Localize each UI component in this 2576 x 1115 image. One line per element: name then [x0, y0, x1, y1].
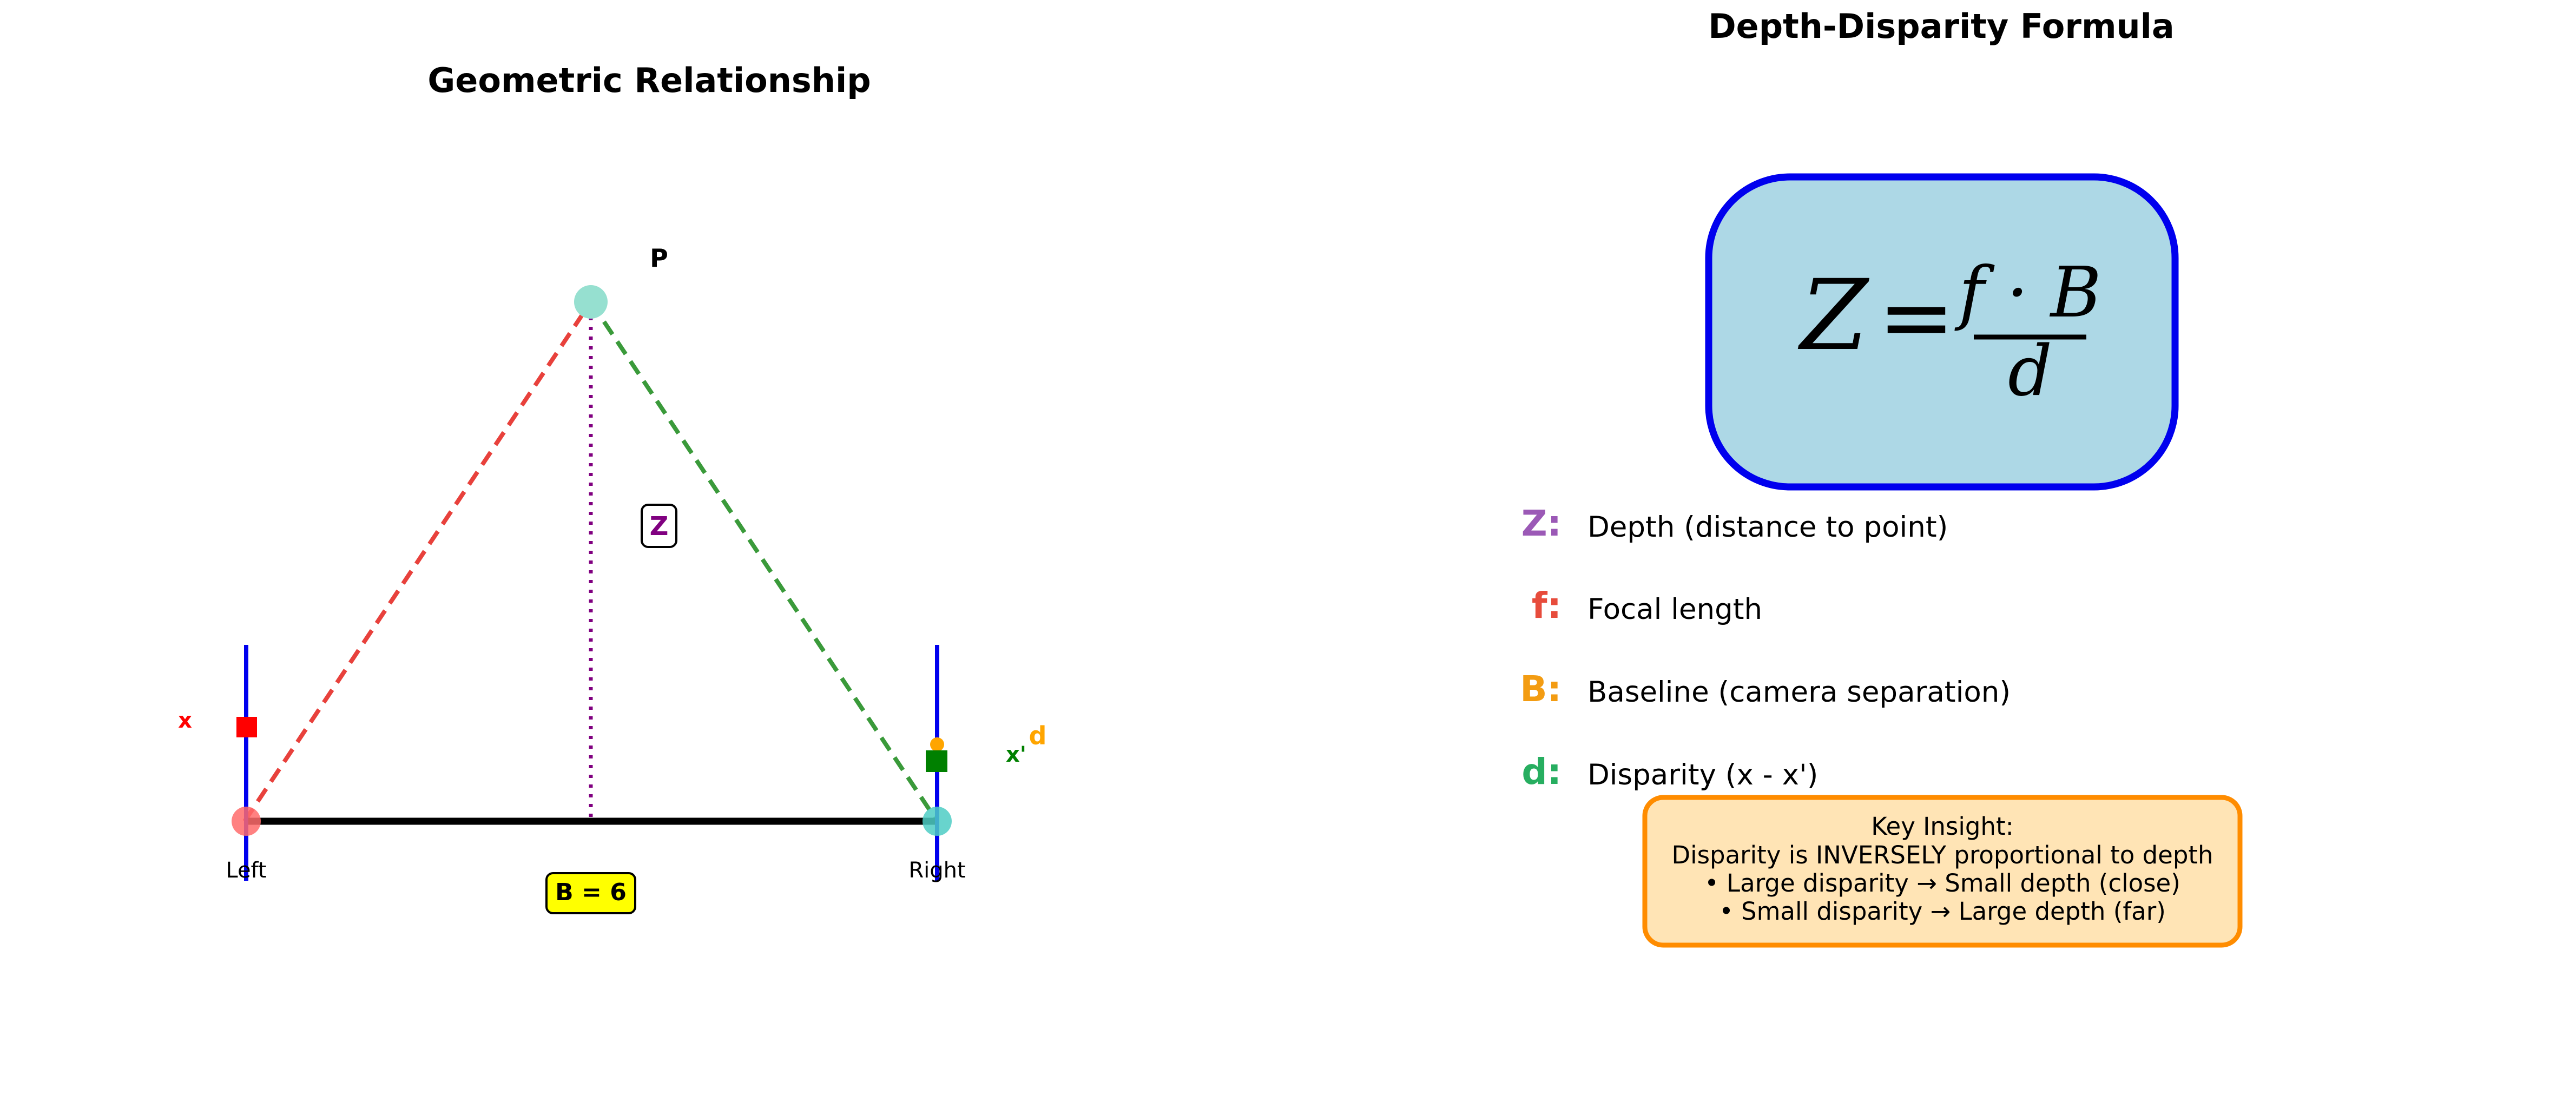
- legend-symbol-f: f:: [1532, 585, 1562, 626]
- disparity-label: d: [1029, 721, 1047, 750]
- point-p-label: P: [650, 243, 668, 273]
- legend-symbol-z: Z:: [1521, 503, 1562, 544]
- depth-label: Z: [650, 511, 669, 542]
- legend-text-f: Focal length: [1587, 593, 1762, 626]
- right-camera-label: Right: [908, 858, 965, 883]
- formula-equals: =: [1878, 264, 1955, 371]
- legend-item-disparity: d: Disparity (x - x'): [1521, 751, 1818, 793]
- insight-line-3: • Small disparity → Large depth (far): [1719, 897, 2166, 926]
- x-marker: [236, 717, 257, 737]
- depth-label-box: [641, 504, 677, 548]
- left-ray: [242, 300, 593, 823]
- left-panel-title: Geometric Relationship: [427, 61, 871, 100]
- geometric-relationship-panel: Geometric Relationship P Z x x' d Left R…: [178, 61, 1047, 914]
- legend-item-depth: Z: Depth (distance to point): [1521, 503, 1948, 544]
- x-prime-label: x': [1006, 742, 1026, 767]
- left-camera-label: Left: [226, 858, 266, 883]
- formula-numerator: f · B: [1954, 253, 2101, 333]
- legend-symbol-d: d:: [1521, 751, 1562, 793]
- right-ray: [589, 300, 939, 823]
- x-label: x: [178, 708, 192, 733]
- baseline-label-box: [545, 872, 636, 914]
- left-camera-marker: [232, 807, 261, 836]
- legend-item-focal-length: f: Focal length: [1532, 585, 1762, 626]
- formula-box: [1705, 173, 2179, 491]
- insight-box: [1642, 795, 2243, 948]
- baseline-label: B = 6: [555, 879, 627, 906]
- right-camera-marker: [923, 807, 952, 836]
- legend-text-b: Baseline (camera separation): [1587, 676, 2011, 709]
- formula-lhs: Z: [1797, 259, 1869, 372]
- depth-disparity-formula-panel: Depth-Disparity Formula Z = f · B d Z: D…: [1520, 6, 2243, 948]
- right-panel-title: Depth-Disparity Formula: [1708, 6, 2175, 46]
- point-p-marker: [574, 285, 608, 319]
- insight-line-2: • Large disparity → Small depth (close): [1704, 869, 2180, 898]
- insight-line-1: Disparity is INVERSELY proportional to d…: [1671, 841, 2213, 869]
- legend-item-baseline: B: Baseline (camera separation): [1520, 668, 2011, 710]
- disparity-dot: [930, 737, 944, 751]
- formula-denominator: d: [2008, 331, 2052, 412]
- insight-title: Key Insight:: [1871, 812, 2014, 841]
- x-prime-marker: [926, 750, 947, 772]
- legend-text-z: Depth (distance to point): [1587, 511, 1948, 544]
- legend-symbol-b: B:: [1520, 668, 1562, 710]
- legend-text-d: Disparity (x - x'): [1587, 758, 1818, 791]
- legend-list: Z: Depth (distance to point) f: Focal le…: [1520, 503, 2011, 793]
